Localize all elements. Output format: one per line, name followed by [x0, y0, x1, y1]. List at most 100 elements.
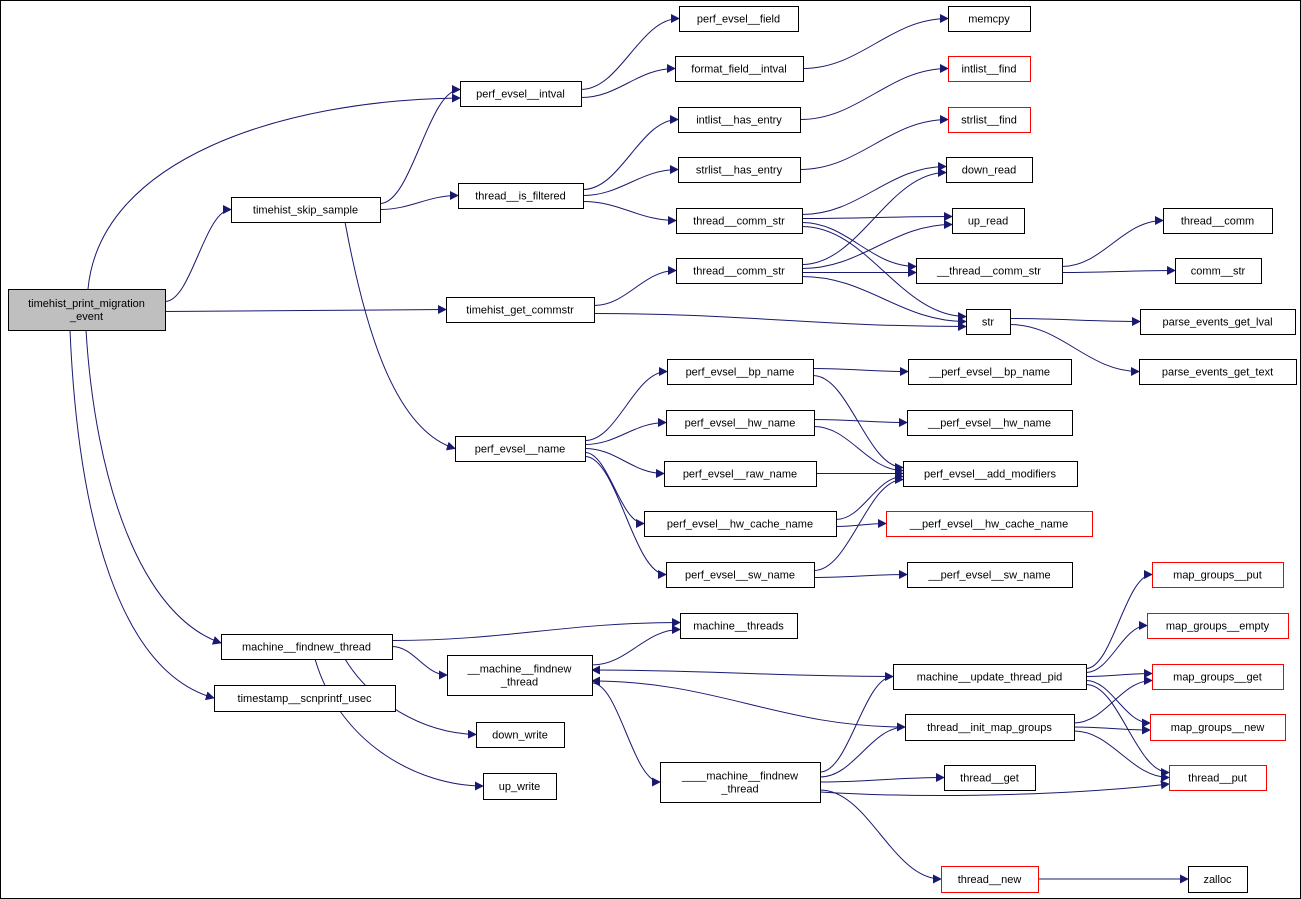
node-box-raw_name[interactable]: [664, 461, 817, 487]
node-box-skip_sample[interactable]: [231, 197, 381, 223]
node-uu_sw_name[interactable]: __perf_evsel__sw_name: [907, 562, 1073, 588]
node-add_modifiers[interactable]: perf_evsel__add_modifiers: [903, 461, 1078, 487]
node-down_write[interactable]: down_write: [476, 722, 565, 748]
node-comm_str2[interactable]: thread__comm_str: [676, 258, 803, 284]
node-strlist_has_entry[interactable]: strlist__has_entry: [678, 157, 801, 183]
node-box-thread_get[interactable]: [944, 765, 1036, 791]
node-comm_str_fn[interactable]: comm__str: [1175, 258, 1262, 284]
node-box-pe_get_text[interactable]: [1139, 359, 1297, 385]
node-uu_bp_name[interactable]: __perf_evsel__bp_name: [908, 359, 1072, 385]
node-mg_get[interactable]: map_groups__get: [1152, 664, 1284, 690]
node-u_findnew[interactable]: __machine__findnew_thread: [447, 655, 593, 696]
node-evsel_field[interactable]: perf_evsel__field: [679, 6, 799, 32]
node-box-intlist_has_entry[interactable]: [678, 107, 801, 133]
node-str[interactable]: str: [966, 309, 1011, 335]
node-comm_str1[interactable]: thread__comm_str: [676, 208, 803, 234]
node-box-pe_get_lval[interactable]: [1140, 309, 1296, 335]
node-box-add_modifiers[interactable]: [903, 461, 1078, 487]
node-box-strlist_find[interactable]: [948, 107, 1031, 133]
node-memcpy[interactable]: memcpy: [948, 6, 1031, 32]
node-mg_empty[interactable]: map_groups__empty: [1147, 613, 1289, 639]
node-uuuu_findnew[interactable]: ____machine__findnew_thread: [660, 762, 821, 803]
node-hw_name[interactable]: perf_evsel__hw_name: [666, 410, 815, 436]
node-box-sw_name[interactable]: [666, 562, 815, 588]
node-thread_put[interactable]: thread__put: [1169, 765, 1267, 791]
node-box-intlist_find[interactable]: [948, 56, 1031, 82]
node-box-bp_name[interactable]: [667, 359, 814, 385]
node-strlist_find[interactable]: strlist__find: [948, 107, 1031, 133]
node-box-hw_name[interactable]: [666, 410, 815, 436]
node-box-zalloc[interactable]: [1188, 866, 1248, 893]
node-bp_name[interactable]: perf_evsel__bp_name: [667, 359, 814, 385]
node-box-format_field_intval[interactable]: [675, 56, 804, 82]
node-findnew[interactable]: machine__findnew_thread: [221, 634, 393, 660]
node-box-mg_put[interactable]: [1152, 562, 1284, 588]
node-evsel_name[interactable]: perf_evsel__name: [455, 436, 586, 462]
node-uu_hw_name[interactable]: __perf_evsel__hw_name: [907, 410, 1073, 436]
node-sw_name[interactable]: perf_evsel__sw_name: [666, 562, 815, 588]
node-box-evsel_name[interactable]: [455, 436, 586, 462]
node-box-memcpy[interactable]: [948, 6, 1031, 32]
node-up_write[interactable]: up_write: [483, 773, 557, 800]
node-box-init_map_groups[interactable]: [905, 714, 1075, 741]
node-up_read[interactable]: up_read: [952, 208, 1025, 234]
node-init_map_groups[interactable]: thread__init_map_groups: [905, 714, 1075, 741]
node-box-evsel_field[interactable]: [679, 6, 799, 32]
node-box-uu_hw_cache_name[interactable]: [886, 511, 1093, 537]
node-raw_name[interactable]: perf_evsel__raw_name: [664, 461, 817, 487]
node-box-str[interactable]: [966, 309, 1011, 335]
node-intlist_find[interactable]: intlist__find: [948, 56, 1031, 82]
node-box-is_filtered[interactable]: [458, 183, 584, 209]
node-box-root[interactable]: [8, 289, 166, 331]
node-box-evsel_intval[interactable]: [460, 81, 582, 107]
node-box-thread_new[interactable]: [941, 866, 1039, 893]
node-box-down_read[interactable]: [946, 157, 1033, 183]
node-box-hw_cache_name[interactable]: [644, 511, 837, 537]
node-box-uu_thread_comm_str[interactable]: [916, 258, 1063, 284]
node-box-uu_bp_name[interactable]: [908, 359, 1072, 385]
node-update_thread_pid[interactable]: machine__update_thread_pid: [893, 664, 1087, 690]
node-uu_thread_comm_str[interactable]: __thread__comm_str: [916, 258, 1063, 284]
node-box-thread_put[interactable]: [1169, 765, 1267, 791]
node-box-up_read[interactable]: [952, 208, 1025, 234]
node-box-uuuu_findnew[interactable]: [660, 762, 821, 803]
node-box-strlist_has_entry[interactable]: [678, 157, 801, 183]
node-thread_new[interactable]: thread__new: [941, 866, 1039, 893]
node-is_filtered[interactable]: thread__is_filtered: [458, 183, 584, 209]
node-box-comm_str1[interactable]: [676, 208, 803, 234]
node-root[interactable]: timehist_print_migration_event: [8, 289, 166, 331]
node-box-get_commstr[interactable]: [446, 297, 595, 323]
node-box-findnew[interactable]: [221, 634, 393, 660]
node-skip_sample[interactable]: timehist_skip_sample: [231, 197, 381, 223]
node-mg_put[interactable]: map_groups__put: [1152, 562, 1284, 588]
node-evsel_intval[interactable]: perf_evsel__intval: [460, 81, 582, 107]
node-box-down_write[interactable]: [476, 722, 565, 748]
node-get_commstr[interactable]: timehist_get_commstr: [446, 297, 595, 323]
node-machine_threads[interactable]: machine__threads: [680, 613, 798, 639]
node-mg_new[interactable]: map_groups__new: [1150, 714, 1286, 741]
node-box-timestamp_usec[interactable]: [214, 685, 396, 712]
node-timestamp_usec[interactable]: timestamp__scnprintf_usec: [214, 685, 396, 712]
node-box-u_findnew[interactable]: [447, 655, 593, 696]
node-intlist_has_entry[interactable]: intlist__has_entry: [678, 107, 801, 133]
node-pe_get_text[interactable]: parse_events_get_text: [1139, 359, 1297, 385]
node-box-uu_hw_name[interactable]: [907, 410, 1073, 436]
node-box-mg_get[interactable]: [1152, 664, 1284, 690]
node-box-comm_str_fn[interactable]: [1175, 258, 1262, 284]
node-format_field_intval[interactable]: format_field__intval: [675, 56, 804, 82]
node-box-up_write[interactable]: [483, 773, 557, 800]
node-hw_cache_name[interactable]: perf_evsel__hw_cache_name: [644, 511, 837, 537]
node-box-mg_new[interactable]: [1150, 714, 1286, 741]
node-zalloc[interactable]: zalloc: [1188, 866, 1248, 893]
node-box-mg_empty[interactable]: [1147, 613, 1289, 639]
node-pe_get_lval[interactable]: parse_events_get_lval: [1140, 309, 1296, 335]
node-box-machine_threads[interactable]: [680, 613, 798, 639]
node-box-uu_sw_name[interactable]: [907, 562, 1073, 588]
node-box-comm_str2[interactable]: [676, 258, 803, 284]
node-thread_comm[interactable]: thread__comm: [1163, 208, 1273, 234]
node-uu_hw_cache_name[interactable]: __perf_evsel__hw_cache_name: [886, 511, 1093, 537]
node-down_read[interactable]: down_read: [946, 157, 1033, 183]
node-box-thread_comm[interactable]: [1163, 208, 1273, 234]
node-box-update_thread_pid[interactable]: [893, 664, 1087, 690]
node-thread_get[interactable]: thread__get: [944, 765, 1036, 791]
